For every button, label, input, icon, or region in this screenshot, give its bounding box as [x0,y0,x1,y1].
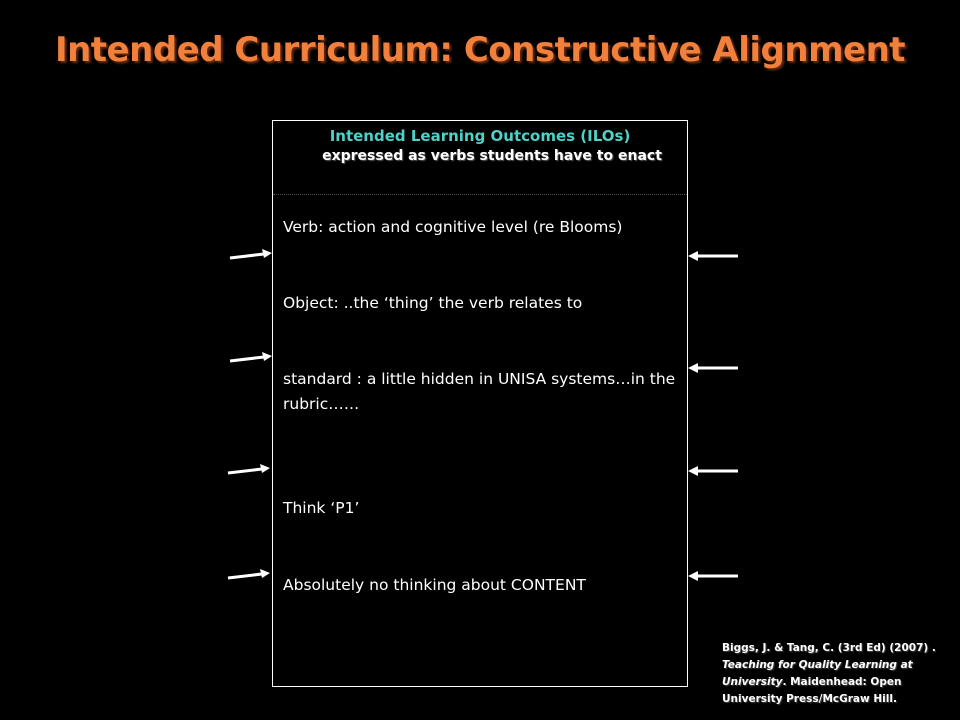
statement-standard: standard : a little hidden in UNISA syst… [283,370,676,413]
statement-content: Absolutely no thinking about CONTENT [283,576,586,594]
statement-verb: Verb: action and cognitive level (re Blo… [283,218,623,236]
statement-think: Think ‘P1’ [283,499,360,517]
statement-object: Object: ..the ‘thing’ the verb relates t… [283,294,583,312]
citation-authors: Biggs, J. & Tang, C. (3rd Ed) (2007) . [722,642,936,654]
arrow-left-icon [688,466,738,476]
arrow-right-icon [227,464,270,475]
citation: Biggs, J. & Tang, C. (3rd Ed) (2007) . T… [722,640,954,708]
slide-title: Intended Curriculum: Constructive Alignm… [54,30,906,70]
ilo-subheading: expressed as verbs students have to enac… [322,148,662,164]
arrow-left-icon [688,571,738,581]
ilo-heading: Intended Learning Outcomes (ILOs) [329,127,631,145]
arrow-right-icon [227,569,270,580]
ilo-box-header: Intended Learning Outcomes (ILOs) expres… [273,121,687,195]
arrow-right-icon [229,249,272,260]
arrow-right-icon [229,352,272,363]
arrow-left-icon [688,251,738,261]
citation-book-title: Teaching for Quality Learning at Univers… [722,659,913,688]
arrow-left-icon [688,363,738,373]
ilo-box: Intended Learning Outcomes (ILOs) expres… [272,120,688,687]
citation-publisher: . Maidenhead: Open University Press/McGr… [722,676,902,705]
